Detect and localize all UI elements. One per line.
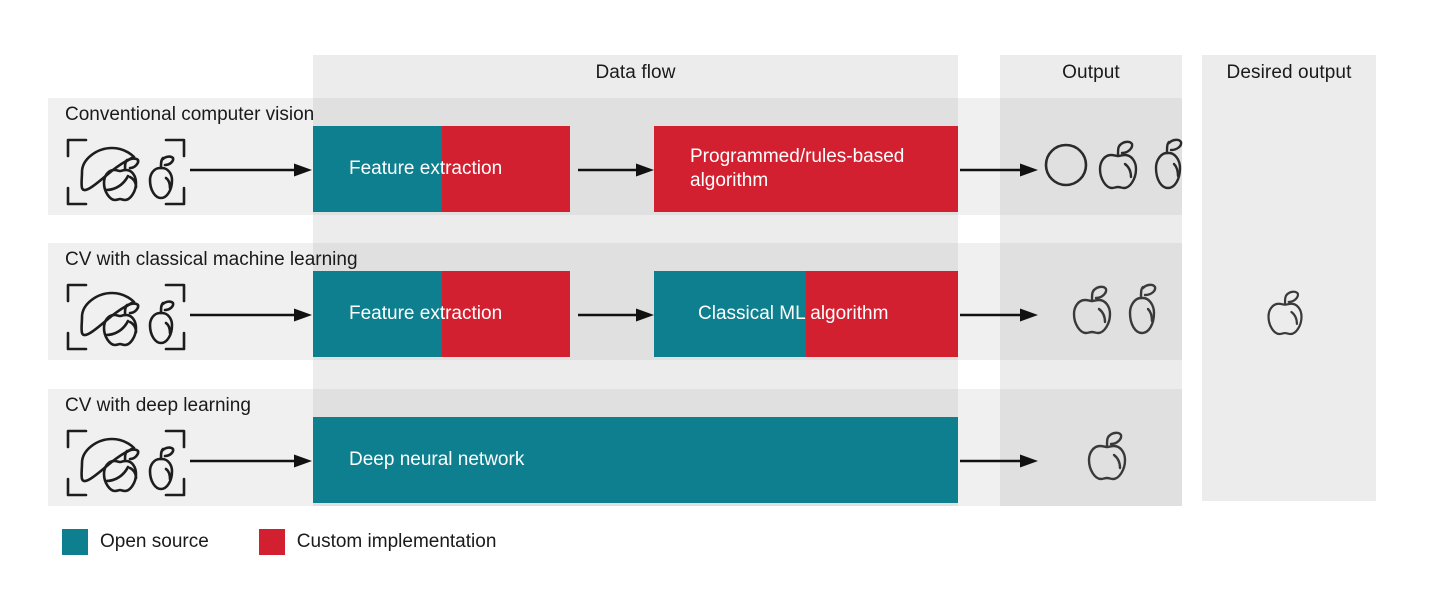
- arrow-input-to-box-row3: [190, 454, 312, 468]
- output-icons-row1: [1040, 138, 1190, 195]
- process-box-deep-neural-network[interactable]: Deep neural network: [313, 417, 958, 503]
- legend-item-custom-implementation: Custom implementation: [258, 529, 497, 555]
- process-box-label: Classical ML algorithm: [698, 302, 889, 324]
- row-gap-strip-1: [958, 98, 1000, 215]
- row-gap-strip-3: [958, 389, 1000, 506]
- row-title-cv-with-classical-machine-learning: CV with classical machine learning: [65, 249, 358, 270]
- process-box-label: Feature extraction: [349, 302, 503, 324]
- legend-label-open-source: Open source: [100, 531, 209, 552]
- column-header-output: Output: [1062, 62, 1120, 83]
- process-box-feature-extraction-row1[interactable]: Feature extraction: [313, 126, 570, 212]
- arrow-input-to-box-row2: [190, 308, 312, 322]
- apple-icon: [1094, 138, 1142, 195]
- desired-output-icons: [1263, 288, 1307, 341]
- process-box-label: Programmed/rules-based algorithm: [690, 145, 905, 191]
- arrow-box-to-output-row3: [960, 454, 1038, 468]
- arrow-input-to-box-row1: [190, 163, 312, 177]
- pear-icon: [1118, 283, 1164, 340]
- row-cross-output-1: [1000, 98, 1182, 215]
- arrow-box1-to-box2-row2: [578, 308, 654, 322]
- apple-icon: [1068, 283, 1116, 340]
- fruit-scan-icon: [62, 423, 190, 503]
- legend-swatch-custom-implementation: [258, 529, 285, 555]
- process-box-label: Deep neural network: [349, 448, 525, 470]
- process-box-feature-extraction-row2[interactable]: Feature extraction: [313, 271, 570, 357]
- arrow-box1-to-box2-row1: [578, 163, 654, 177]
- row-band-deep-learning: [48, 389, 313, 506]
- process-box-programmed-rules-based-algorithm[interactable]: Programmed/rules-based algorithm: [654, 126, 958, 212]
- row-gap-strip-2: [958, 243, 1000, 360]
- circle-icon: [1040, 138, 1092, 195]
- row-band-conventional: [48, 98, 313, 215]
- row-title-cv-with-deep-learning: CV with deep learning: [65, 395, 251, 416]
- arrow-box2-to-output-row2: [960, 308, 1038, 322]
- process-box-classical-ml-algorithm[interactable]: Classical ML algorithm: [654, 271, 958, 357]
- legend-label-custom-implementation: Custom implementation: [296, 531, 497, 552]
- fruit-scan-icon: [62, 132, 190, 212]
- row-cross-output-3: [1000, 389, 1182, 506]
- legend-item-open-source: Open source: [62, 529, 209, 555]
- legend-swatch-open-source: [62, 529, 88, 555]
- output-icons-row2: [1068, 283, 1164, 340]
- process-box-label: Feature extraction: [349, 157, 503, 179]
- column-band-desired-output: [1202, 55, 1376, 501]
- pear-icon: [1144, 138, 1190, 195]
- column-header-desired-output: Desired output: [1226, 62, 1352, 83]
- apple-icon: [1083, 429, 1131, 486]
- output-icons-row3: [1083, 429, 1131, 486]
- column-header-data-flow: Data flow: [595, 62, 676, 83]
- row-title-conventional-computer-vision: Conventional computer vision: [65, 104, 315, 125]
- fruit-scan-icon: [62, 277, 190, 357]
- row-band-classical-ml: [48, 243, 313, 360]
- legend: Open source Custom implementation: [62, 529, 496, 555]
- arrow-box2-to-output-row1: [960, 163, 1038, 177]
- apple-icon: [1263, 290, 1307, 340]
